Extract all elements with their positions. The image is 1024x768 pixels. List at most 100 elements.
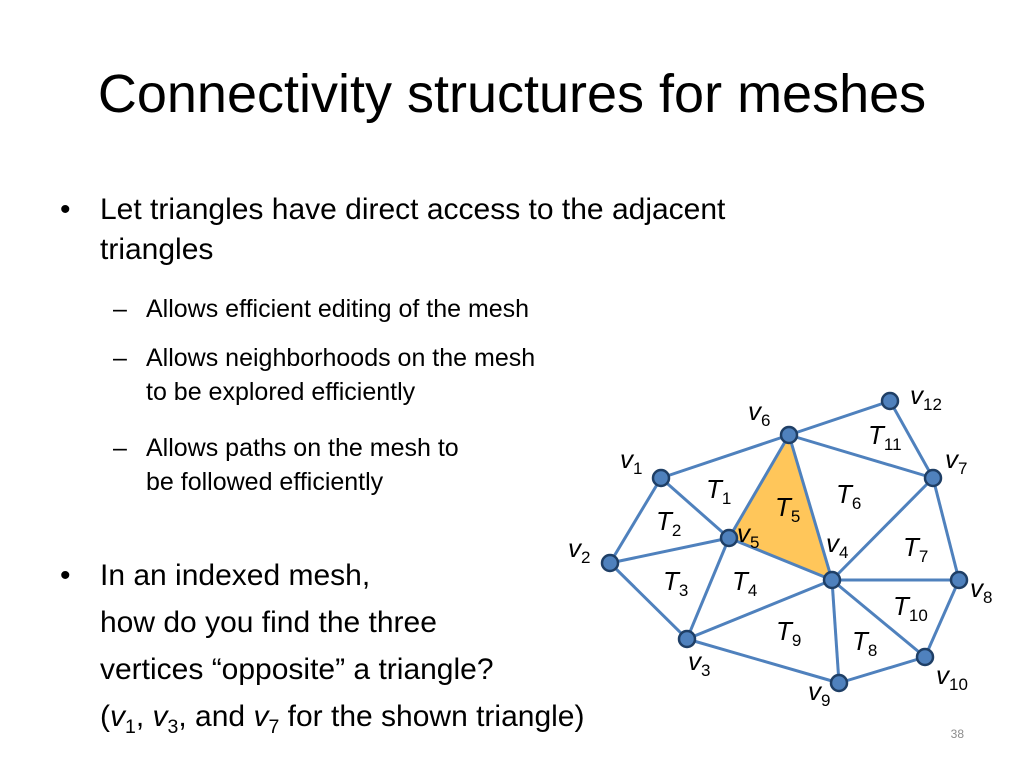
edge <box>787 434 834 581</box>
vertex-v4 <box>822 570 842 590</box>
bullet-2-line-4: (v1, v3, and v7 for the shown triangle) <box>100 693 584 751</box>
label-v7: v7 <box>945 444 967 478</box>
label-letter: T <box>893 591 911 621</box>
edge <box>660 433 790 480</box>
subbullet-2-line-1: Allows neighborhoods on the mesh <box>146 344 536 372</box>
sub-mark: – <box>113 434 127 462</box>
label-letter: T <box>868 420 886 450</box>
subbullet-3-line-2: be followed efficiently <box>146 468 384 496</box>
edge <box>838 655 926 685</box>
label-letter: T <box>656 506 674 536</box>
mesh-edges <box>608 399 961 685</box>
bullet-1-line-1: Let triangles have direct access to the … <box>100 193 726 226</box>
bullet-2-line-1: In an indexed mesh, <box>100 559 371 592</box>
edge <box>931 477 961 581</box>
edge <box>923 579 961 658</box>
vertex-v9 <box>829 673 849 693</box>
label-letter: v <box>688 646 703 676</box>
edge <box>686 637 840 685</box>
slide-number: 38 <box>950 727 964 741</box>
label-letter: T <box>776 616 794 646</box>
label-letter: v <box>945 444 960 474</box>
edge <box>727 434 791 539</box>
edge <box>608 477 663 564</box>
label-subscript: 12 <box>923 395 942 414</box>
label-subscript: 5 <box>750 533 759 552</box>
var-v1: v <box>110 700 125 733</box>
slide-title: Connectivity structures for meshes <box>97 64 927 124</box>
edge <box>686 578 833 641</box>
label-subscript: 4 <box>839 543 848 562</box>
subbullet-1: – Allows efficient editing of the mesh <box>113 292 529 326</box>
label-letter: T <box>663 566 681 596</box>
vertex-v3 <box>677 629 697 649</box>
label-subscript: 8 <box>983 588 992 607</box>
label-subscript: 9 <box>792 631 801 650</box>
edge <box>609 536 730 565</box>
var-v7: v <box>253 700 269 733</box>
label-letter: T <box>732 566 750 596</box>
edge <box>685 537 731 640</box>
label-letter: T <box>706 474 724 504</box>
bullet-2: • In an indexed mesh, how do you find th… <box>60 552 584 751</box>
label-subscript: 3 <box>701 661 710 680</box>
sep-2: , and <box>178 700 254 733</box>
edge <box>830 476 935 582</box>
label-t3: T3 <box>663 566 688 600</box>
vertex-v8 <box>949 570 969 590</box>
label-t10: T10 <box>893 591 928 625</box>
label-letter: T <box>852 626 870 656</box>
label-t2: T2 <box>656 506 681 540</box>
subbullet-3: – Allows paths on the mesh to be followe… <box>113 431 459 499</box>
label-v9: v9 <box>808 676 830 710</box>
label-t4: T4 <box>732 566 757 600</box>
label-v6: v6 <box>748 396 770 430</box>
bullet-2-line-2: how do you find the three <box>100 606 437 639</box>
label-v12: v12 <box>910 380 942 414</box>
sep-1: , <box>135 700 153 733</box>
label-v2: v2 <box>568 533 590 567</box>
label-subscript: 3 <box>679 581 688 600</box>
paren-open: ( <box>100 700 110 733</box>
label-letter: v <box>936 660 951 690</box>
subbullet-2: – Allows neighborhoods on the mesh to be… <box>113 341 535 409</box>
label-letter: T <box>903 532 921 562</box>
label-letter: v <box>737 518 752 548</box>
bullet-1-line-2: triangles <box>100 233 214 266</box>
bullet-2-line-3: vertices “opposite” a triangle? <box>100 653 494 686</box>
var-v1-sub: 1 <box>125 716 136 738</box>
label-letter: T <box>836 479 854 509</box>
edge <box>831 578 926 659</box>
edge <box>660 476 730 540</box>
subbullet-1-line-1: Allows efficient editing of the mesh <box>146 295 530 323</box>
triangle-t5-fill <box>729 435 832 580</box>
label-subscript: 2 <box>672 521 681 540</box>
label-subscript: 4 <box>748 581 757 600</box>
bullet-mark: • <box>60 559 71 592</box>
label-subscript: 9 <box>821 691 830 710</box>
edge <box>788 399 891 437</box>
label-t5: T5 <box>775 492 800 526</box>
label-subscript: 2 <box>581 548 590 567</box>
label-t11: T11 <box>868 420 902 454</box>
var-v3: v <box>152 700 168 733</box>
var-v3-sub: 3 <box>167 716 179 738</box>
label-letter: v <box>748 396 763 426</box>
vertex-v10 <box>915 647 935 667</box>
label-subscript: 6 <box>761 411 770 430</box>
label-t8: T8 <box>852 626 877 660</box>
label-subscript: 10 <box>909 606 928 625</box>
edge <box>608 561 689 641</box>
label-subscript: 7 <box>958 459 967 478</box>
label-letter: v <box>568 533 583 563</box>
vertex-v1 <box>651 468 671 488</box>
vertex-v5 <box>719 528 739 548</box>
label-letter: T <box>775 492 793 522</box>
vertex-v7 <box>923 468 943 488</box>
var-v7-sub: 7 <box>268 716 280 738</box>
label-v10: v10 <box>936 660 968 694</box>
label-subscript: 1 <box>722 489 731 508</box>
label-subscript: 1 <box>633 459 642 478</box>
label-subscript: 6 <box>852 494 861 513</box>
